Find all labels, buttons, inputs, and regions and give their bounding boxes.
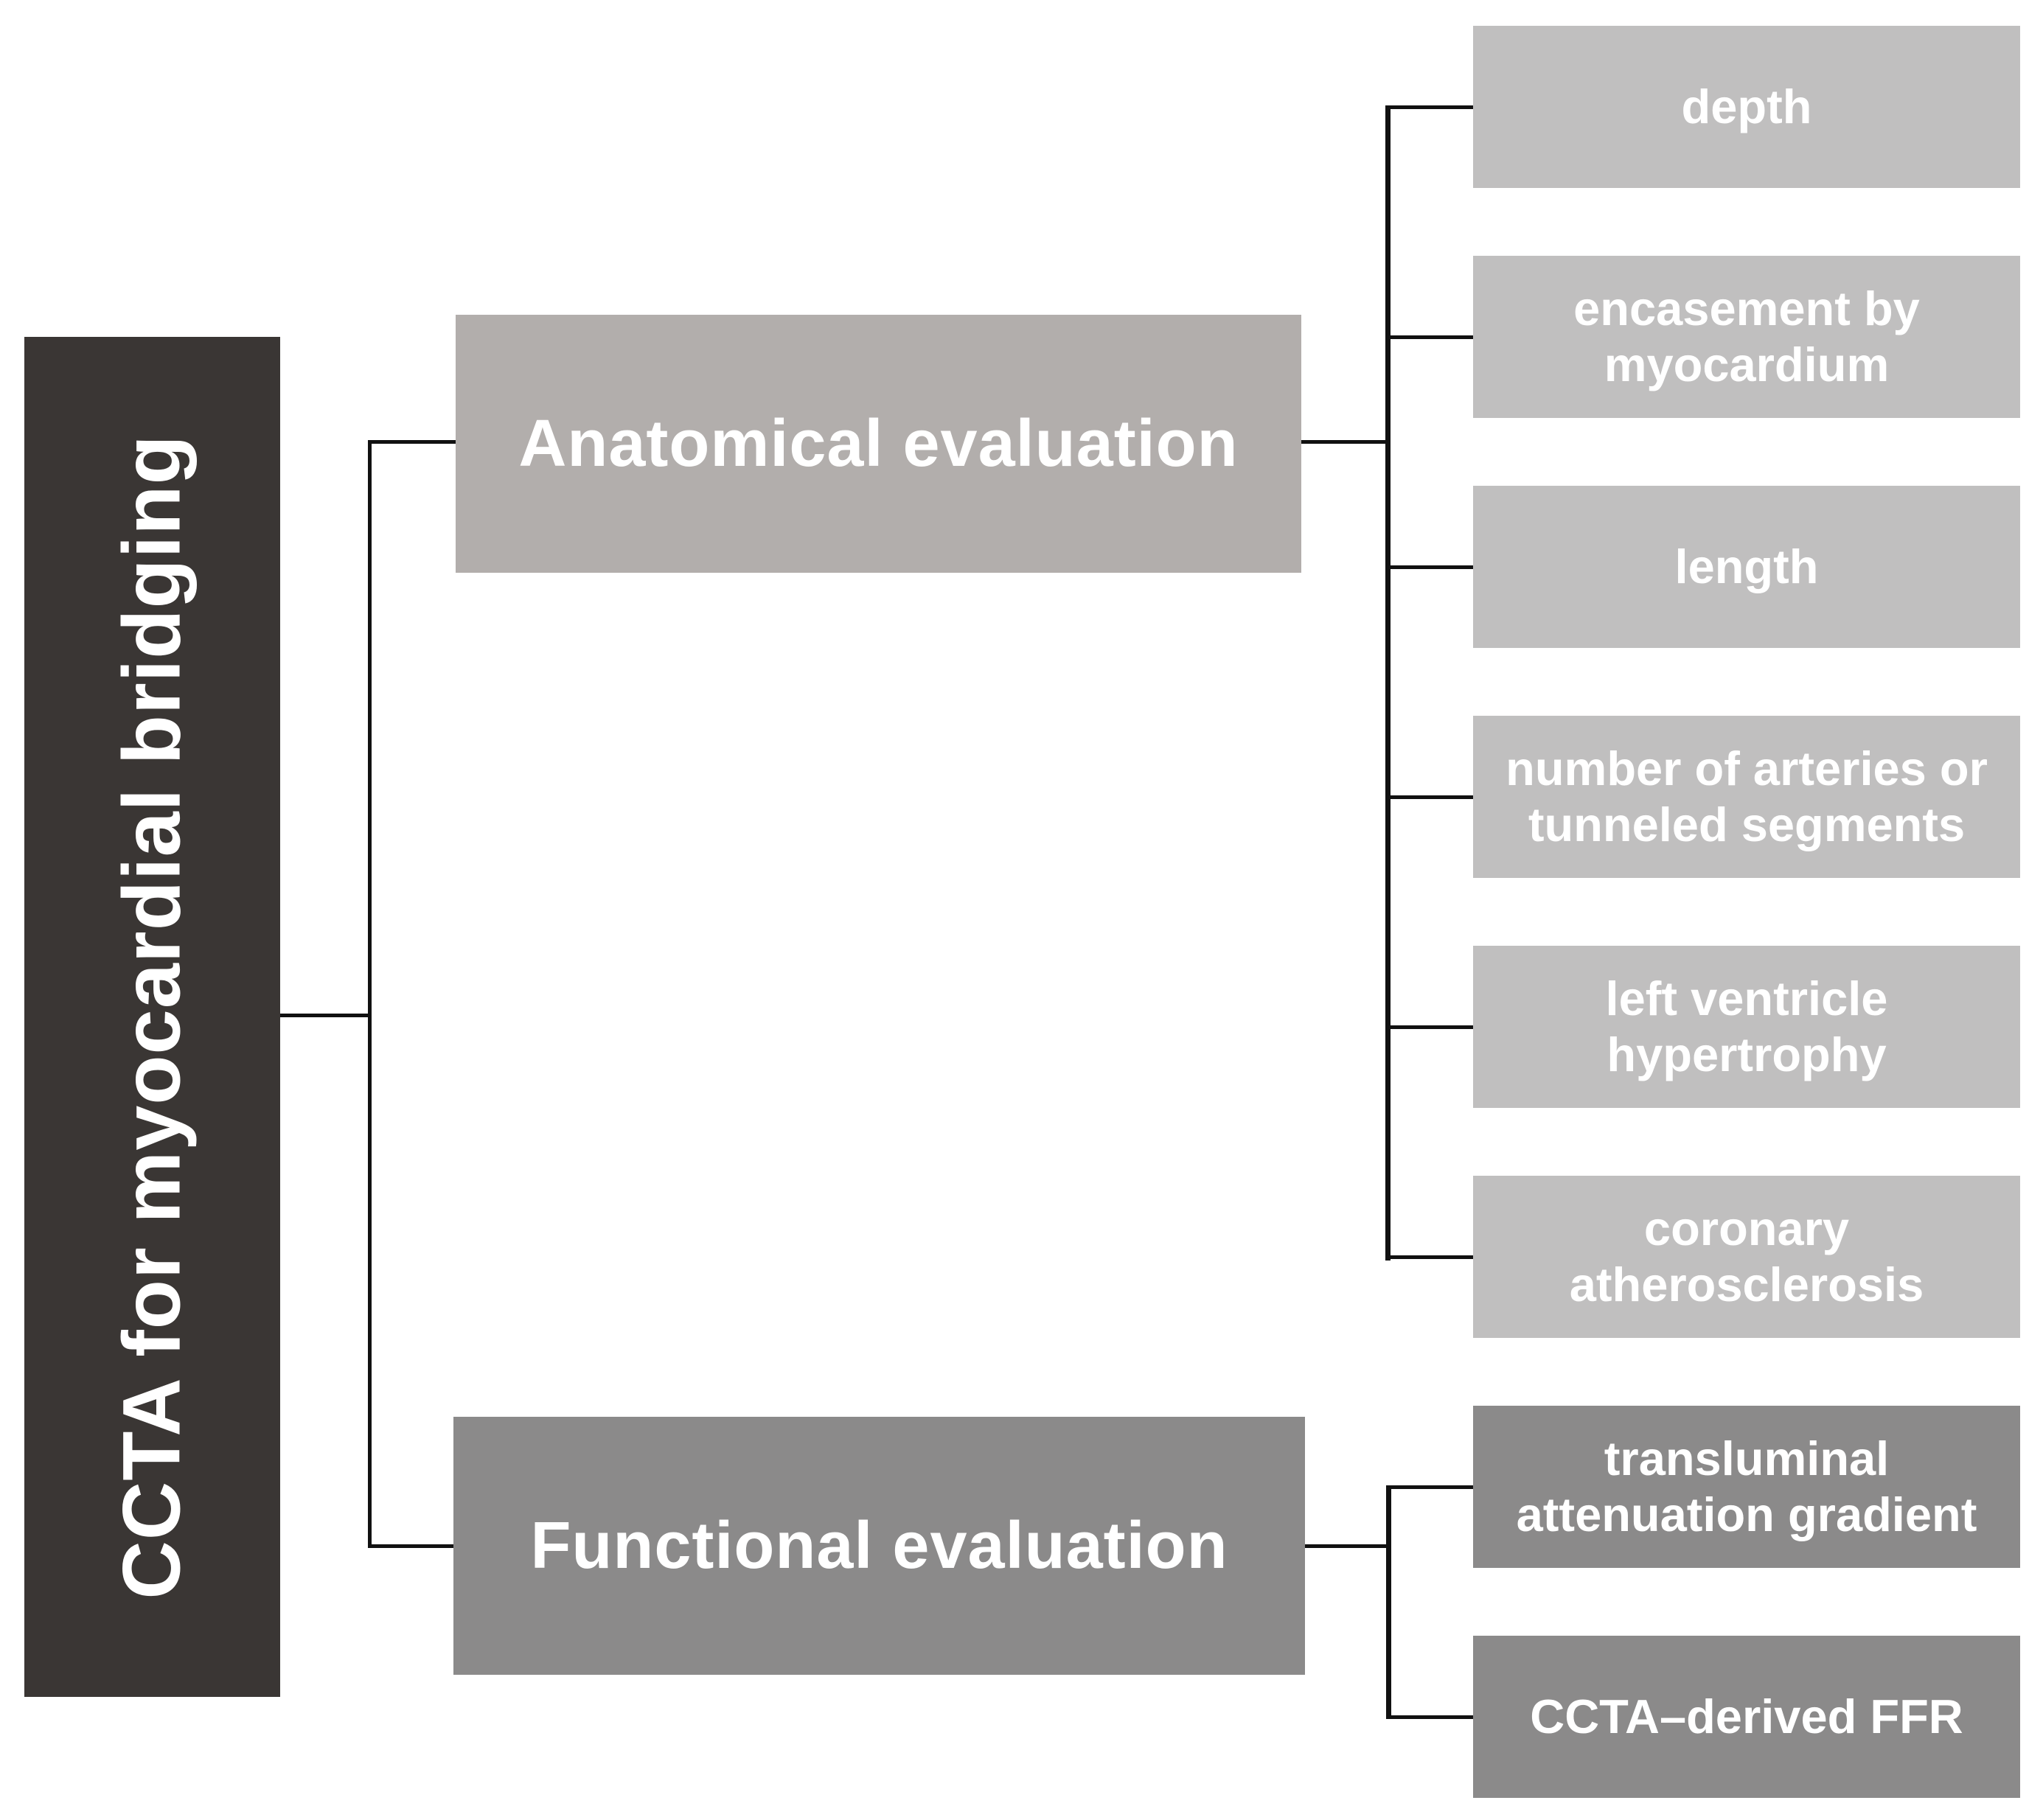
leaf-label-number-of-arteries: number of arteries or tunneled segments (1506, 741, 1988, 851)
connector-functional-trunk (1386, 1485, 1391, 1719)
anatomical-evaluation-label: Anatomical evaluation (518, 406, 1239, 481)
leaf-label-transluminal-attenuation-gradient: transluminal attenuation gradient (1516, 1431, 1977, 1541)
anatomical-evaluation-node: Anatomical evaluation (456, 315, 1301, 573)
connector-anatomical-trunk (1385, 105, 1391, 1261)
connector-to-functional (368, 1544, 453, 1548)
connector-functional-out (1305, 1544, 1388, 1548)
leaf-node-lv-hypertrophy: left ventricle hypertrophy (1473, 946, 2020, 1108)
connector-leaf-length (1391, 565, 1473, 569)
leaf-node-coronary-atherosclerosis: coronary atherosclerosis (1473, 1176, 2020, 1338)
leaf-label-depth: depth (1681, 79, 1812, 133)
connector-leaf-number (1391, 795, 1473, 799)
root-node-label: CCTA for myocardial bridging (107, 434, 198, 1600)
connector-leaf-atherosclerosis (1391, 1255, 1473, 1259)
connector-leaf-lvh (1391, 1025, 1473, 1029)
connector-to-anatomical (368, 440, 456, 444)
leaf-node-length: length (1473, 486, 2020, 648)
leaf-node-transluminal-attenuation-gradient: transluminal attenuation gradient (1473, 1406, 2020, 1568)
connector-anatomical-out (1301, 440, 1388, 444)
leaf-label-ccta-derived-ffr: CCTA–derived FFR (1530, 1689, 1963, 1743)
leaf-node-depth: depth (1473, 26, 2020, 188)
leaf-node-encasement: encasement by myocardium (1473, 256, 2020, 418)
connector-leaf-depth (1391, 105, 1473, 109)
leaf-label-coronary-atherosclerosis: coronary atherosclerosis (1569, 1201, 1924, 1311)
connector-leaf-tag (1391, 1485, 1473, 1489)
connector-root-stub (280, 1014, 368, 1017)
connector-main-trunk (368, 440, 372, 1548)
leaf-label-length: length (1674, 539, 1819, 593)
leaf-label-lv-hypertrophy: left ventricle hypertrophy (1605, 971, 1888, 1081)
root-node: CCTA for myocardial bridging (24, 337, 280, 1697)
functional-evaluation-node: Functional evaluation (453, 1417, 1305, 1675)
functional-evaluation-label: Functional evaluation (530, 1508, 1228, 1583)
leaf-node-number-of-arteries: number of arteries or tunneled segments (1473, 716, 2020, 878)
connector-leaf-encasement (1391, 335, 1473, 339)
leaf-node-ccta-derived-ffr: CCTA–derived FFR (1473, 1636, 2020, 1798)
connector-leaf-ffr (1391, 1715, 1473, 1719)
leaf-label-encasement: encasement by myocardium (1573, 281, 1920, 391)
